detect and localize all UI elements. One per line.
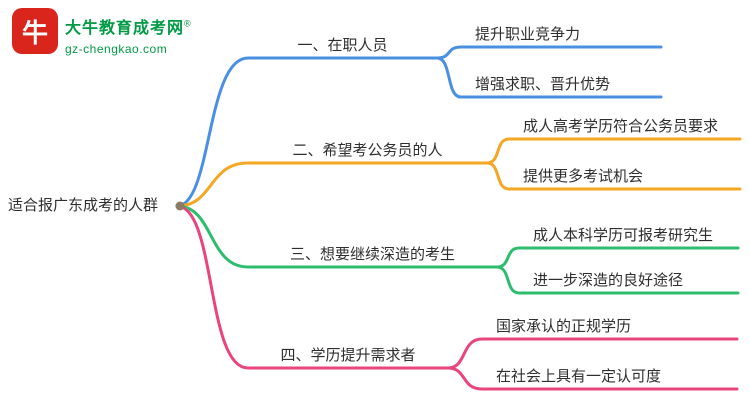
branch-4-leaf-2-connector xyxy=(446,366,739,391)
root-node: 适合报广东成考的人群 xyxy=(8,197,159,214)
branch-4-leaf-2: 在社会上具有一定认可度 xyxy=(496,368,662,385)
branch-3-node: 三、想要继续深造的考生 xyxy=(289,246,455,263)
branch-2-leaf-1: 成人高考学历符合公务员要求 xyxy=(523,118,719,135)
branch-3-connector xyxy=(175,204,499,269)
branch-1-connector xyxy=(175,56,439,208)
branch-2-connector xyxy=(175,161,489,208)
branch-4-node: 四、学历提升需求者 xyxy=(280,347,416,364)
branch-2-leaf-1-connector xyxy=(485,137,742,165)
branch-4-connector xyxy=(175,204,450,370)
registered-mark: ® xyxy=(184,18,192,29)
brand-name-text: 大牛教育成考网 xyxy=(65,20,185,37)
branch-3-leaf-1: 成人本科学历可报考研究生 xyxy=(533,227,714,244)
branch-1-leaf-2-connector xyxy=(435,56,663,99)
branch-1-leaf-1-connector xyxy=(435,45,663,60)
branch-1-node: 一、在职人员 xyxy=(297,37,388,54)
branch-2-node: 二、希望考公务员的人 xyxy=(292,142,443,159)
logo: 牛 大牛教育成考网® gz-chengkao.com xyxy=(12,8,192,56)
brand-domain: gz-chengkao.com xyxy=(65,42,168,56)
brand-name: 大牛教育成考网® xyxy=(65,14,192,38)
branch-3-leaf-2-connector xyxy=(495,265,740,295)
branch-4-leaf-1: 国家承认的正规学历 xyxy=(496,318,632,335)
bull-icon-glyph: 牛 xyxy=(21,17,48,48)
branch-4-leaf-1-connector xyxy=(446,337,739,370)
branch-1-leaf-1: 提升职业竞争力 xyxy=(475,26,581,43)
branch-3-leaf-2: 进一步深造的良好途径 xyxy=(533,272,684,289)
bull-icon: 牛 xyxy=(12,8,58,54)
branch-3-leaf-1-connector xyxy=(495,246,740,269)
logo-text: 大牛教育成考网® gz-chengkao.com xyxy=(65,8,192,56)
root-anchor-dot xyxy=(175,201,185,211)
branch-1-leaf-2: 增强求职、晋升优势 xyxy=(475,76,611,93)
branch-2-leaf-2: 提供更多考试机会 xyxy=(523,168,644,185)
branch-2-leaf-2-connector xyxy=(485,161,742,191)
